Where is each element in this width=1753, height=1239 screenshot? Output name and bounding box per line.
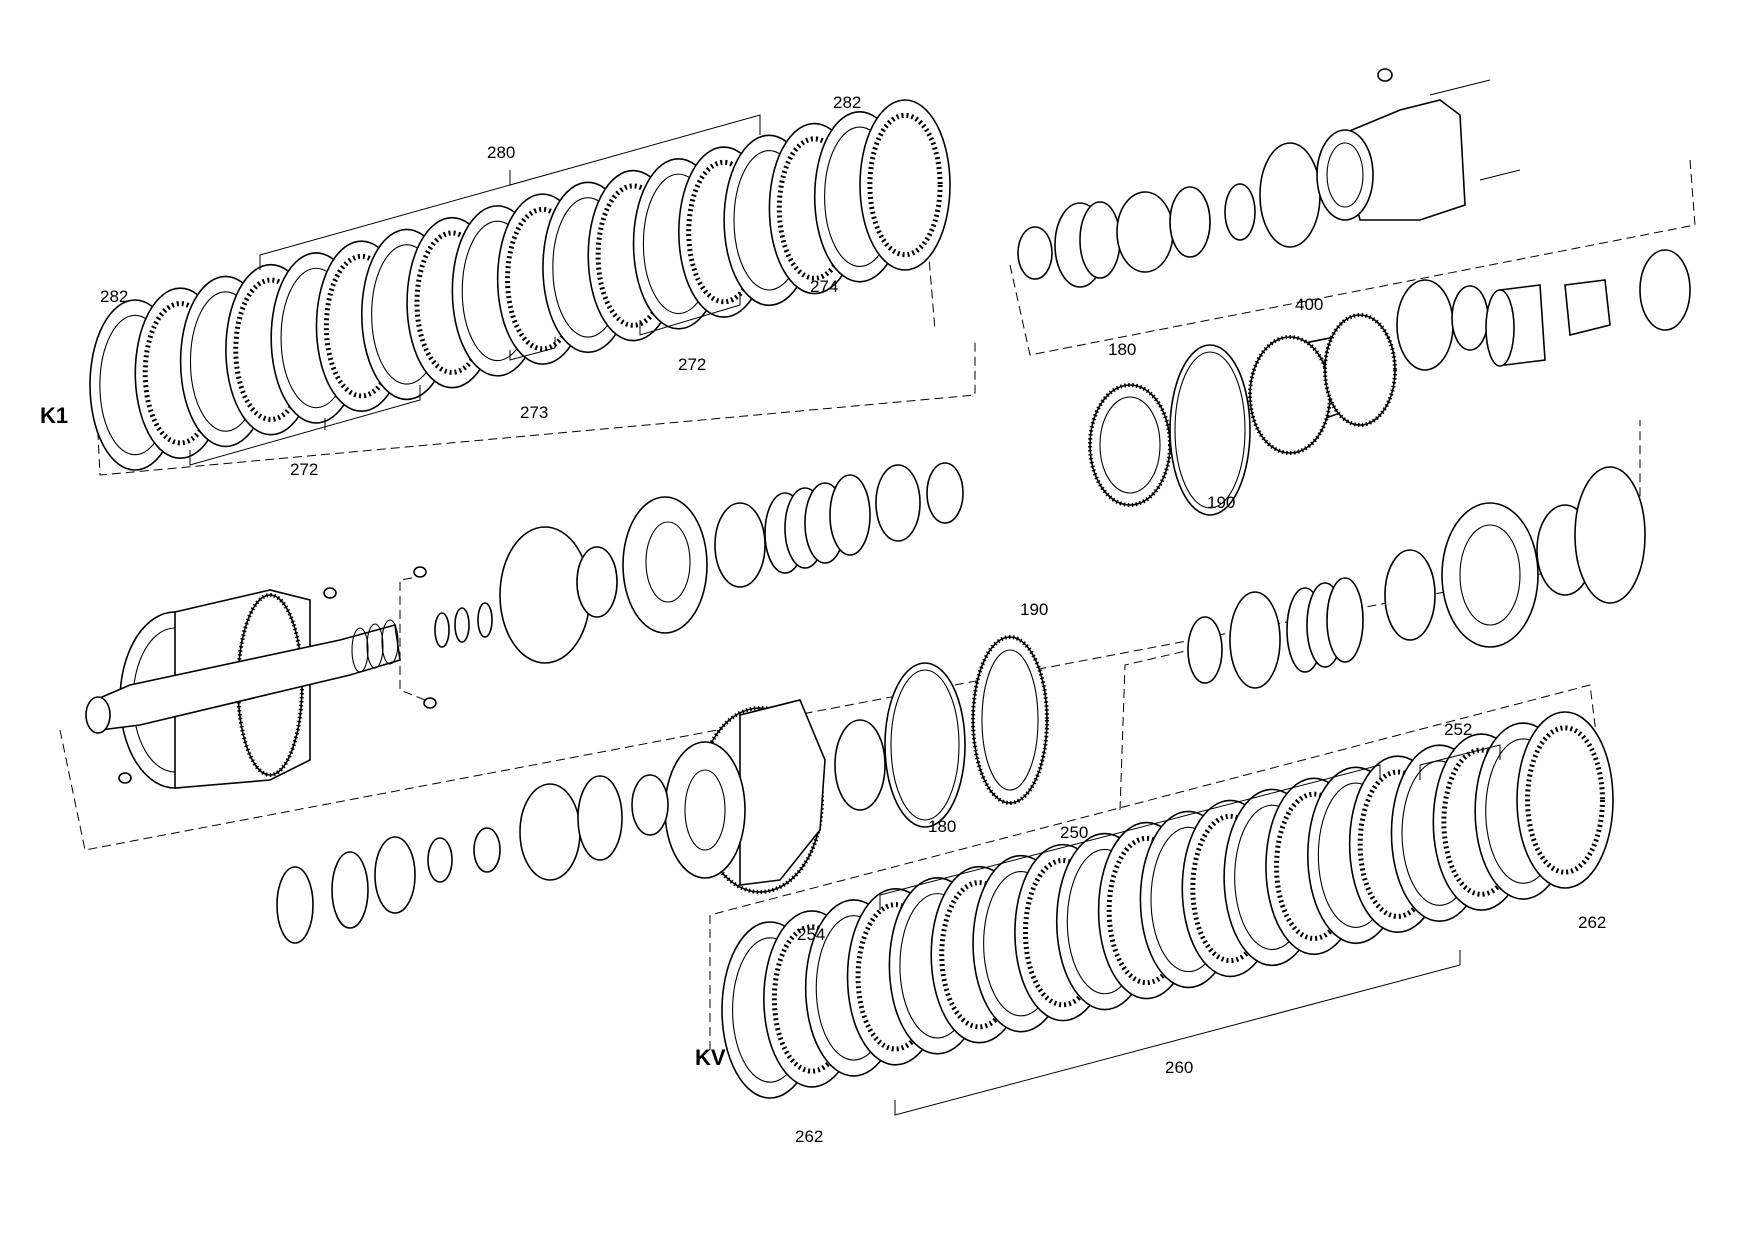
callout-272-right: 272 [678,355,706,374]
ring-190-mid [972,636,1048,804]
hub-400-front [1249,336,1331,454]
ring-180-mid [884,662,966,828]
group-label-kv: KV [695,1045,726,1070]
seal-ring [477,602,493,638]
piston [622,496,708,634]
drum-shaft-assembly [59,420,1641,851]
k1-clutch-pack [89,99,976,476]
spring [829,474,871,556]
callout-272-left: 272 [290,460,318,479]
washer [1384,549,1436,641]
plug [118,772,132,784]
bearing-cone [577,775,623,861]
bracket-250 [879,764,1381,910]
snap-ring [1017,226,1053,280]
nut [1224,183,1256,241]
mid-right-leader [1119,649,1191,811]
upper-right-leader [1009,159,1696,356]
snap-ring [1451,285,1489,351]
snap-ring [1169,186,1211,258]
bracket-260 [894,950,1461,1116]
callout-260: 260 [1165,1058,1193,1077]
kv-disc-inner [1525,725,1605,875]
kv-leader-box [709,684,1606,1050]
k1-friction-disc [859,99,951,271]
kv-clutch-pack [709,684,1614,1116]
plug [323,587,337,599]
piston-disc [499,526,591,664]
lower-left-parts [276,774,669,944]
housing-bore [1316,129,1374,221]
callout-180-mid: 180 [928,817,956,836]
callout-400: 400 [1295,295,1323,314]
bearing [519,783,581,881]
bracket-252 [1419,744,1501,780]
snap-ring [875,464,921,542]
bolt [1479,169,1521,181]
kv-disc-stack [721,711,1614,1099]
snap-ring [374,836,416,914]
callout-273: 273 [520,403,548,422]
o-ring [1259,142,1321,248]
snap-ring [276,866,314,944]
callout-280: 280 [487,143,515,162]
plug [413,566,427,578]
group-label-k1: K1 [40,403,68,428]
sleeve-end [1485,289,1515,367]
callout-254: 254 [797,925,825,944]
callout-274: 274 [810,277,838,296]
callout-labels: K1 KV 280 282 282 274 272 273 272 400 18… [40,93,1606,1146]
gear-assembly [664,635,1049,894]
mid-right-assembly [1119,466,1646,811]
bracket-272-left [189,385,421,466]
callout-250: 250 [1060,823,1088,842]
plug [423,697,437,709]
spring [1326,577,1364,663]
nut [427,837,453,883]
callout-262-bottom: 262 [795,1127,823,1146]
callout-282-left: 282 [100,287,128,306]
gear-hub [664,741,746,879]
snap-ring [1116,191,1174,273]
shaft-end [85,696,111,734]
k1-disc-inner [867,112,943,258]
k1-disc-stack [89,99,951,471]
callout-190-mid: 190 [1020,600,1048,619]
gear-body [739,699,826,886]
seal-ring [454,607,470,643]
callout-252: 252 [1444,720,1472,739]
callout-262-right: 262 [1578,913,1606,932]
bolt [1429,79,1491,96]
nut [1377,68,1393,82]
callout-180-top: 180 [1108,340,1136,359]
bearing-cone [1079,201,1121,279]
bearing [1396,279,1454,371]
callout-190-top: 190 [1207,493,1235,512]
ring-190 [1169,344,1251,516]
upper-right-assembly [1009,68,1696,516]
shaft-leader-box [59,420,1641,851]
bracket-273 [509,337,556,361]
snap-ring [1187,616,1223,684]
snap-ring [926,462,964,524]
snap-ring [331,851,369,929]
seal-ring [434,612,450,648]
washer [473,827,501,873]
spacer [631,774,669,836]
snap-ring [1229,591,1281,689]
bearing-carrier [1441,502,1539,648]
washer [714,502,766,588]
cover-disc [1574,466,1646,604]
callout-282-top: 282 [833,93,861,112]
kv-friction-disc [1516,711,1614,889]
sleeve [1564,279,1611,337]
bracket-272-right [639,292,741,336]
bearing-cage [834,719,886,811]
piston-ring [576,546,618,618]
bearing [1639,249,1691,331]
